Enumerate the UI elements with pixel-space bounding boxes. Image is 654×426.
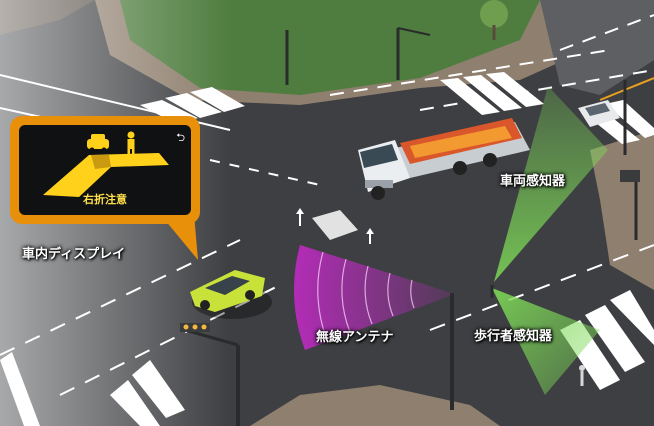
sidewalk-south <box>250 385 500 426</box>
road-northeast <box>540 0 654 95</box>
display-screen: ⮌ 右折注意 <box>19 125 191 215</box>
pedestrian-icon <box>127 131 135 156</box>
pedestrian-sensor-beam <box>492 288 600 395</box>
white-car <box>578 100 620 127</box>
antenna-wave <box>293 245 455 350</box>
display-caption: 右折注意 <box>83 193 127 206</box>
signal-poles <box>184 27 638 426</box>
display-road-graphic <box>43 131 169 197</box>
sensor-unit <box>620 170 640 182</box>
label-vehicle-sensor: 車両感知器 <box>500 174 566 189</box>
trees <box>480 0 508 40</box>
return-arrow-icon: ⮌ <box>176 131 185 144</box>
in-vehicle-display-callout: ⮌ 右折注意 <box>10 116 200 224</box>
truck <box>358 118 530 200</box>
connected-car <box>190 270 272 319</box>
label-in-vehicle-display: 車内ディスプレイ <box>22 247 126 262</box>
label-pedestrian-sensor: 歩行者感知器 <box>474 329 553 344</box>
pedestrian <box>579 365 585 386</box>
road-arrow-marking <box>296 208 374 244</box>
vehicle-sensor-beam <box>494 86 608 282</box>
car-icon <box>87 134 109 153</box>
label-wireless-antenna: 無線アンテナ <box>316 330 394 345</box>
callout-pointer <box>160 214 198 260</box>
center-line <box>599 77 654 101</box>
